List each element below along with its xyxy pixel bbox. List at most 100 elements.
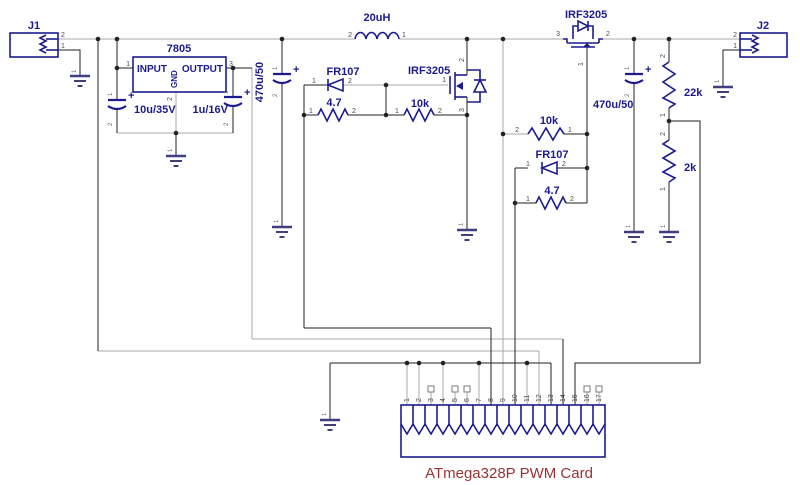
capacitor-1u-16v[interactable]: + 1u/16V 1 2	[193, 87, 251, 126]
mosfet-pin3-label: 3	[459, 108, 466, 112]
mosfet-irf3205-low[interactable]: IRF3205 1 2 3	[408, 58, 488, 112]
capacitor-pin1-label: 1	[224, 90, 230, 94]
capacitor-470u-input[interactable]: + 470u/50 1 2	[254, 62, 299, 102]
ground-symbol: 1	[457, 222, 477, 241]
capacitor-pin1-label: 1	[108, 92, 114, 96]
junction-dots	[95, 36, 672, 366]
resistor-pin2-label: 2	[660, 54, 667, 58]
svg-text:7: 7	[476, 398, 483, 402]
resistor-pin2-label: 2	[570, 196, 574, 203]
regulator-label: 7805	[167, 43, 191, 55]
resistor-label: 10k	[540, 115, 559, 127]
regulator-pin1-label: 1	[126, 61, 130, 68]
j1-label: J1	[28, 20, 40, 32]
regulator-output-label: OUTPUT	[182, 64, 223, 75]
svg-text:16: 16	[584, 394, 591, 402]
resistor-2k[interactable]: 2k 2 1	[660, 132, 697, 191]
resistor-pin2-label: 2	[660, 132, 667, 136]
ground-pin-label: 1	[322, 412, 328, 416]
ground-symbol: 1	[320, 412, 340, 431]
capacitor-10u-35v[interactable]: + 10u/35V 1 2	[107, 90, 176, 126]
ground-pin-label: 1	[168, 148, 174, 152]
resistor-10k-2[interactable]: 10k 2 1	[515, 115, 572, 142]
diode-label: FR107	[326, 66, 359, 78]
svg-text:2: 2	[416, 398, 423, 402]
connector-j2[interactable]: J2 2 1	[733, 20, 788, 58]
svg-text:13: 13	[548, 394, 555, 402]
capacitor-pin2-label: 2	[108, 122, 114, 126]
svg-text:9: 9	[500, 398, 507, 402]
diode-pin1-label: 1	[526, 161, 530, 168]
regulator-gnd-label: GND	[170, 70, 179, 88]
mosfet-pin2-label: 2	[606, 31, 610, 38]
connector-j1[interactable]: J1 2 1	[9, 20, 65, 58]
resistor-pin1-label: 1	[309, 108, 313, 115]
svg-text:15: 15	[572, 394, 579, 402]
ground-symbol: 1	[166, 148, 186, 167]
resistor-label: 4.7	[544, 185, 559, 197]
resistor-label: 4.7	[326, 97, 341, 109]
resistor-pin1-label: 1	[395, 108, 399, 115]
diode-fr107-2[interactable]: FR107 1 2	[526, 149, 569, 176]
svg-text:10: 10	[512, 394, 519, 402]
resistor-pin1-label: 1	[526, 196, 530, 203]
svg-text:12: 12	[536, 394, 543, 402]
ground-symbol: 1	[624, 224, 644, 243]
connector-symbol-icon	[750, 34, 760, 54]
resistor-pin2-label: 2	[515, 127, 519, 134]
inductor-20uh[interactable]: 20uH 2 1	[348, 12, 406, 40]
capacitor-pin2-label: 2	[224, 122, 230, 126]
mosfet-irf3205-high[interactable]: IRF3205 3 2 1	[556, 9, 610, 66]
no-connect-markers	[427, 385, 603, 393]
svg-text:5: 5	[452, 398, 459, 402]
inductor-label: 20uH	[364, 12, 391, 24]
card-title-label: ATmega328P PWM Card	[425, 465, 593, 482]
diode-pin2-label: 2	[562, 161, 566, 168]
connector-symbol-icon	[38, 34, 48, 54]
resistor-10k-1[interactable]: 10k 1 2	[395, 98, 442, 123]
diode-label: FR107	[535, 149, 568, 161]
resistor-4r7-1[interactable]: 4.7 1 2	[309, 97, 356, 123]
diode-fr107-1[interactable]: FR107 1 2	[312, 66, 360, 93]
svg-text:11: 11	[524, 395, 531, 402]
capacitor-pin1-label: 1	[625, 66, 631, 70]
ground-pin-label: 1	[459, 222, 465, 226]
card-pin-numbers: 1 2 3 4 5 6 7 8 9 10 11 12 13 14 15 16 1…	[404, 394, 603, 402]
ground-symbol: 1	[272, 219, 292, 238]
capacitor-pin1-label: 1	[273, 66, 279, 70]
svg-text:8: 8	[488, 398, 495, 402]
svg-text:6: 6	[464, 398, 471, 402]
resistor-pin1-label: 1	[568, 127, 572, 134]
svg-text:4: 4	[440, 398, 447, 402]
mosfet-pin1-label: 1	[578, 62, 585, 66]
ground-pin-label: 1	[626, 224, 632, 228]
ground-pin-label: 1	[661, 224, 667, 228]
resistor-22k[interactable]: 22k 2 1	[660, 54, 703, 117]
capacitor-label: 470u/50	[593, 99, 633, 111]
wires-gray[interactable]	[58, 38, 740, 405]
resistor-pin2-label: 2	[352, 108, 356, 115]
capacitor-pin2-label: 2	[273, 93, 279, 97]
capacitor-plus-sign: +	[293, 64, 299, 76]
wires-black[interactable]	[58, 39, 740, 420]
regulator-pin2-label: 2	[167, 97, 174, 101]
mosfet-pin1-label: 1	[442, 77, 446, 84]
capacitor-label: 470u/50	[254, 62, 266, 102]
ground-symbols[interactable]: 1 1 1 1 1 1	[70, 69, 733, 431]
svg-text:17: 17	[596, 394, 603, 402]
capacitor-plus-sign: +	[244, 87, 250, 99]
regulator-7805[interactable]: 7805 INPUT OUTPUT GND 1 3 2	[126, 43, 233, 101]
resistor-pin1-label: 1	[660, 113, 667, 117]
j2-label: J2	[757, 20, 769, 32]
j1-pin2-label: 2	[61, 32, 65, 39]
resistor-4r7-2[interactable]: 4.7 1 2	[526, 185, 574, 211]
j1-pin1-label: 1	[61, 43, 65, 50]
mosfet-pin2-label: 2	[459, 58, 466, 62]
capacitor-470u-output[interactable]: + 470u/50 1 2	[593, 64, 651, 111]
capacitor-plus-sign: +	[645, 64, 651, 76]
mosfet-label: IRF3205	[565, 9, 607, 21]
pwm-card-connector[interactable]: ATmega328P PWM Card 1 2 3 4 5 6 7 8 9 10…	[400, 385, 606, 482]
resistor-label: 2k	[684, 162, 697, 174]
resistor-label: 22k	[684, 87, 703, 99]
